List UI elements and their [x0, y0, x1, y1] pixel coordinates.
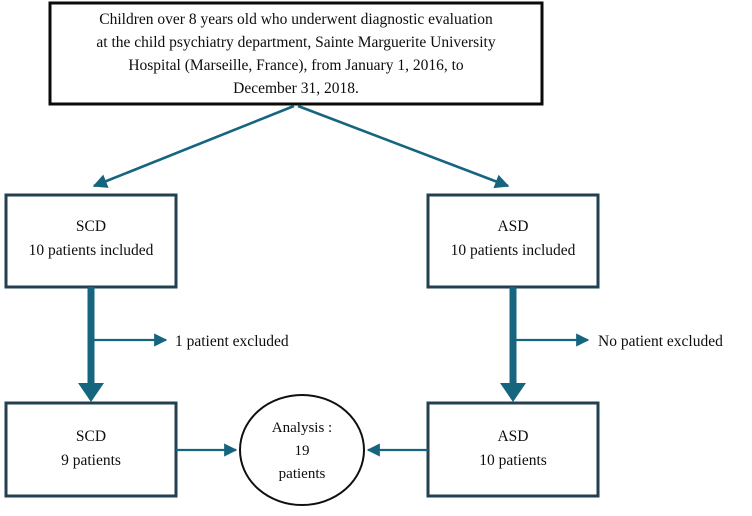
scd-final-line-2: 9 patients [61, 452, 121, 469]
analysis-line-2: 19 [295, 443, 310, 459]
source-box-line-2: at the child psychiatry department, Sain… [96, 34, 495, 51]
source-box-rect [48, 1, 544, 106]
asd-included-rect [426, 193, 600, 289]
source-box-line-3: Hospital (Marseille, France), from Janua… [128, 57, 464, 74]
edge-scd-included-to-final-head [78, 383, 104, 402]
node-scd-included-box: SCD 10 patients included [4, 193, 178, 289]
source-box-line-4: December 31, 2018. [233, 80, 359, 97]
node-analysis-circle: Analysis : 19 patients [239, 394, 365, 506]
scd-included-rect [4, 193, 178, 289]
analysis-line-1: Analysis : [272, 420, 332, 436]
node-scd-final-box: SCD 9 patients [4, 401, 178, 498]
asd-final-rect [426, 401, 600, 498]
scd-final-rect [4, 401, 178, 498]
label-scd-excluded: 1 patient excluded [175, 333, 289, 350]
asd-final-line-2: 10 patients [479, 452, 547, 469]
edge-asd-included-to-final-head [500, 383, 526, 402]
node-asd-included-box: ASD 10 patients included [426, 193, 600, 289]
edge-source-to-scd [92, 104, 295, 188]
scd-final-line-1: SCD [76, 428, 106, 445]
analysis-ellipse [239, 394, 365, 506]
node-source-box: Children over 8 years old who underwent … [48, 1, 544, 106]
label-asd-excluded: No patient excluded [598, 333, 723, 350]
source-box-line-1: Children over 8 years old who underwent … [99, 11, 493, 28]
asd-included-line-1: ASD [497, 218, 528, 235]
scd-included-line-2: 10 patients included [29, 242, 154, 259]
asd-included-line-2: 10 patients included [451, 242, 576, 259]
scd-included-line-1: SCD [76, 218, 106, 235]
node-asd-final-box: ASD 10 patients [426, 401, 600, 498]
analysis-line-3: patients [279, 466, 326, 482]
asd-final-line-1: ASD [497, 428, 528, 445]
edge-source-to-asd [297, 104, 510, 189]
